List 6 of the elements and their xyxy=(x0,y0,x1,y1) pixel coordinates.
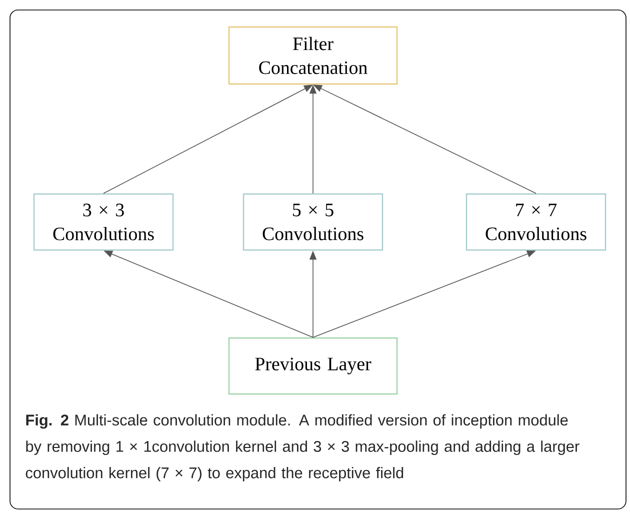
concat-box: Filter Concatenation xyxy=(228,26,398,85)
conv-box: 3 × 3 Convolutions xyxy=(33,193,174,251)
conv-box: 7 × 7 Convolutions xyxy=(466,193,606,251)
input-box: Previous Layer xyxy=(228,337,398,395)
caption: Fig. 2 Multi-scale convolution module. A modified version of inception module by removing 1 × 1convolution kernel and 3 × 3 max-pooling and adding a larger convolution kernel (7 × 7) to expand the receptive field xyxy=(26,414,580,482)
conv-box: 5 × 5 Convolutions xyxy=(242,193,384,251)
